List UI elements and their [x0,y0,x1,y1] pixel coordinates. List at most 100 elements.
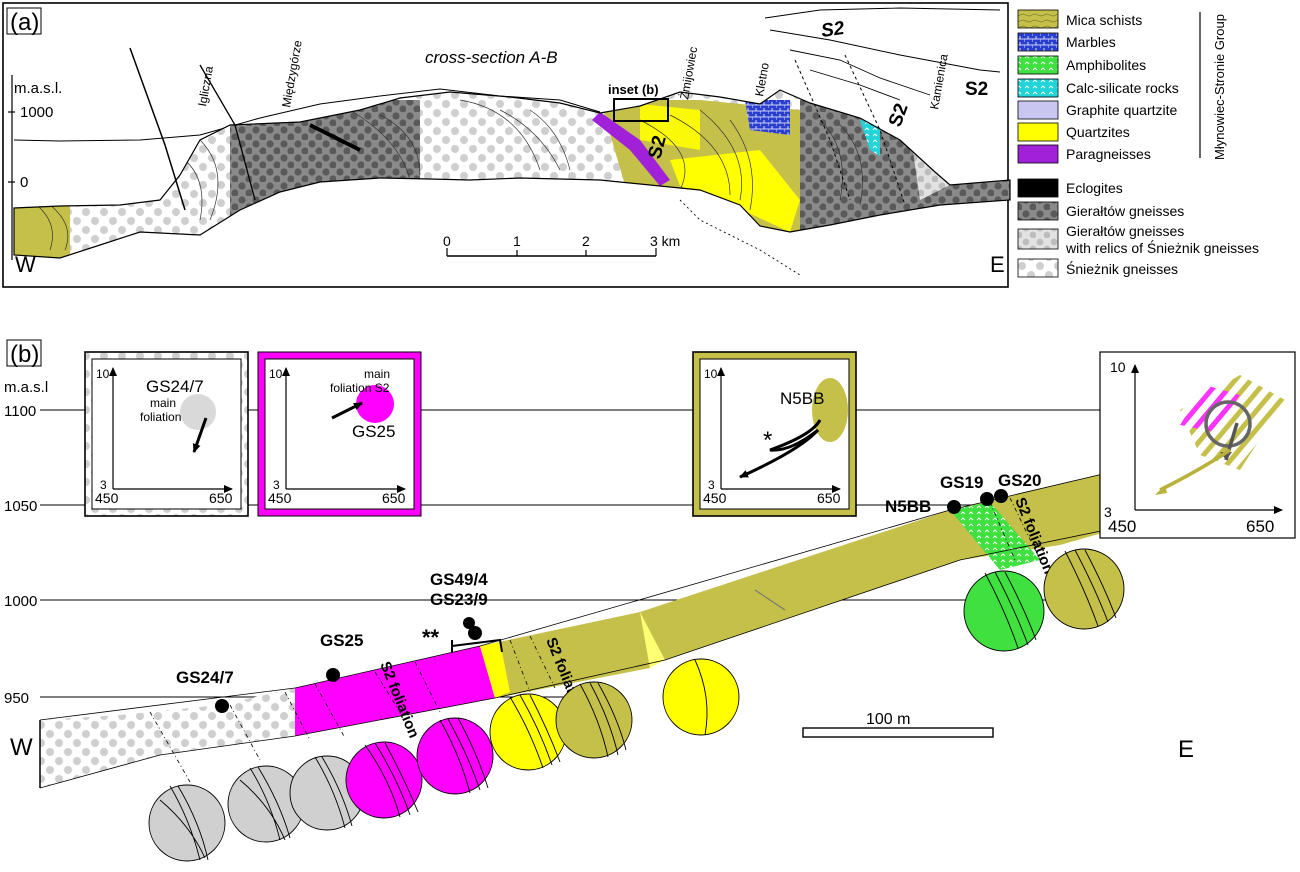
legend-swatch-gieraltow [1017,201,1059,221]
legend-swatch-snieznik [1017,258,1059,278]
inset-gs24-7: 10 3 450 650 GS24/7 main foliation [84,351,249,517]
stereonet-grey-3 [289,755,365,831]
topography-line [13,88,601,142]
stereonets [148,548,1125,862]
panel-b-scale-label: 100 m [866,711,910,728]
stereonet-magenta-2 [416,717,494,795]
inset3-xright: 650 [817,490,841,506]
s2-label-top: S2 [820,18,846,42]
panel-a: (a) cross-section A-B m.a.s.l. 1000 0 W … [2,2,1011,288]
sample-label-gs49-4: GS49/4 [430,570,488,589]
fault-west [199,64,256,201]
inset2-ybottom: 3 [273,478,280,492]
legend-swatch-mica-schists [1017,9,1059,29]
legend-label-quartzites: Quartzites [1066,124,1130,140]
stereonet-mica-1 [555,681,633,759]
inset-b-label: inset (b) [608,82,659,97]
sample-label-gs24-7: GS24/7 [176,668,234,687]
inset3-star: * [763,427,772,454]
panel-a-west: W [15,252,36,277]
stereonet-grey-1 [148,784,226,862]
place-kletno: Kletno [752,61,772,97]
panel-a-ytick-0: 0 [20,174,28,191]
inset2-ytop: 10 [269,367,283,381]
ytick-950: 950 [4,690,29,707]
inset-n5bb: 10 3 450 650 N5BB * [692,351,857,517]
legend-swatch-quartzites [1017,122,1059,142]
legend-swatch-eclogites [1017,178,1059,198]
eclogite-lens [309,123,361,152]
legend-label-calc-silicate: Calc-silicate rocks [1066,80,1179,96]
s2-fold-traces [764,7,1001,101]
sample-label-gs19: GS19 [940,473,983,492]
inset1-ybottom: 3 [100,478,107,492]
legend-label-eclogites: Eclogites [1066,180,1123,196]
scale-a-1: 1 [513,233,521,249]
sample-label-n5bb: N5BB [885,497,931,516]
sample-point-gs23-9 [468,626,482,640]
stereonet-green-1 [963,570,1045,652]
inset3-sample: N5BB [780,389,824,408]
inset4-ytop: 10 [1110,359,1126,375]
panel-b-ylabel: m.a.s.l [4,379,48,396]
inset2-xright: 650 [382,490,406,506]
legend-swatch-amphibolites [1017,55,1059,75]
sample-point-gs19 [980,492,994,506]
inset4-ybottom: 3 [1104,504,1112,520]
stereonet-yellow-1 [489,693,567,771]
ytick-1050: 1050 [4,498,37,515]
inset1-sample: GS24/7 [146,377,204,396]
scale-a-2: 2 [582,233,590,249]
panel-b-east: E [1178,736,1194,763]
stereonet-grey-2 [227,765,305,843]
inset1-note-2: foliation [140,410,181,424]
ytick-1100: 1100 [4,403,36,420]
bracket-marker [451,638,503,653]
legend-label-amphibolites: Amphibolites [1066,57,1146,73]
stereonet-mica-2 [1043,548,1125,630]
panel-a-east: E [990,252,1005,277]
inset2-sample: GS25 [352,422,395,441]
legend-label-gieraltow-relics-2: with relics of Śnieżnik gneisses [1065,239,1259,256]
inset4-xleft: 450 [1108,517,1136,536]
legend-label-gieraltow-relics-1: Gierałtów gneisses [1066,223,1184,239]
scale-a-0: 0 [443,233,451,249]
sample-label-gs25: GS25 [320,631,363,650]
double-star-label: ** [422,625,440,650]
inset3-ytop: 10 [704,367,718,381]
panel-b: (b) m.a.s.l 1100 1050 1000 950 [4,339,1296,862]
sample-point-gs20 [994,489,1008,503]
legend-label-paragneisses: Paragneisses [1066,146,1151,162]
legend-swatch-paragneisses [1017,144,1059,164]
panel-a-ylabel: m.a.s.l. [14,80,62,97]
legend-group-name: Młynowiec-Stronie Group [1212,14,1227,160]
legend: Mica schists Marbles Amphibolites Calc-s… [1017,9,1259,278]
ytick-1000: 1000 [4,593,37,610]
legend-label-gieraltow: Gierałtów gneisses [1066,203,1184,219]
panel-b-west: W [10,734,33,761]
inset4-xright: 650 [1246,517,1274,536]
sample-label-gs20: GS20 [998,471,1041,490]
sample-point-gs25 [326,668,340,682]
inset2-note-1: main [364,367,390,381]
legend-label-marbles: Marbles [1066,34,1116,50]
s2-label-east: S2 [965,79,988,100]
inset-b-box [613,98,669,122]
panel-b-label-box [6,339,42,367]
inset-gs25: 10 3 450 650 main foliation S2 GS25 [257,351,422,517]
inset3-xleft: 450 [703,490,727,506]
inset3-ybottom: 3 [708,478,715,492]
dotted-contact [679,199,801,276]
inset1-xleft: 450 [95,490,119,506]
legend-label-snieznik: Śnieżnik gneisses [1066,260,1178,277]
panel-a-ytick-1000: 1000 [20,104,53,121]
legend-label-mica-schists: Mica schists [1066,12,1142,28]
sample-point-gs49-4 [463,617,475,629]
scale-a-3: 3 km [650,233,680,249]
panel-b-label: (b) [10,341,39,368]
cross-section-title: cross-section A-B [425,48,558,67]
inset2-xleft: 450 [268,490,292,506]
section-band [39,469,1131,789]
panel-b-scale-bar [802,727,994,738]
